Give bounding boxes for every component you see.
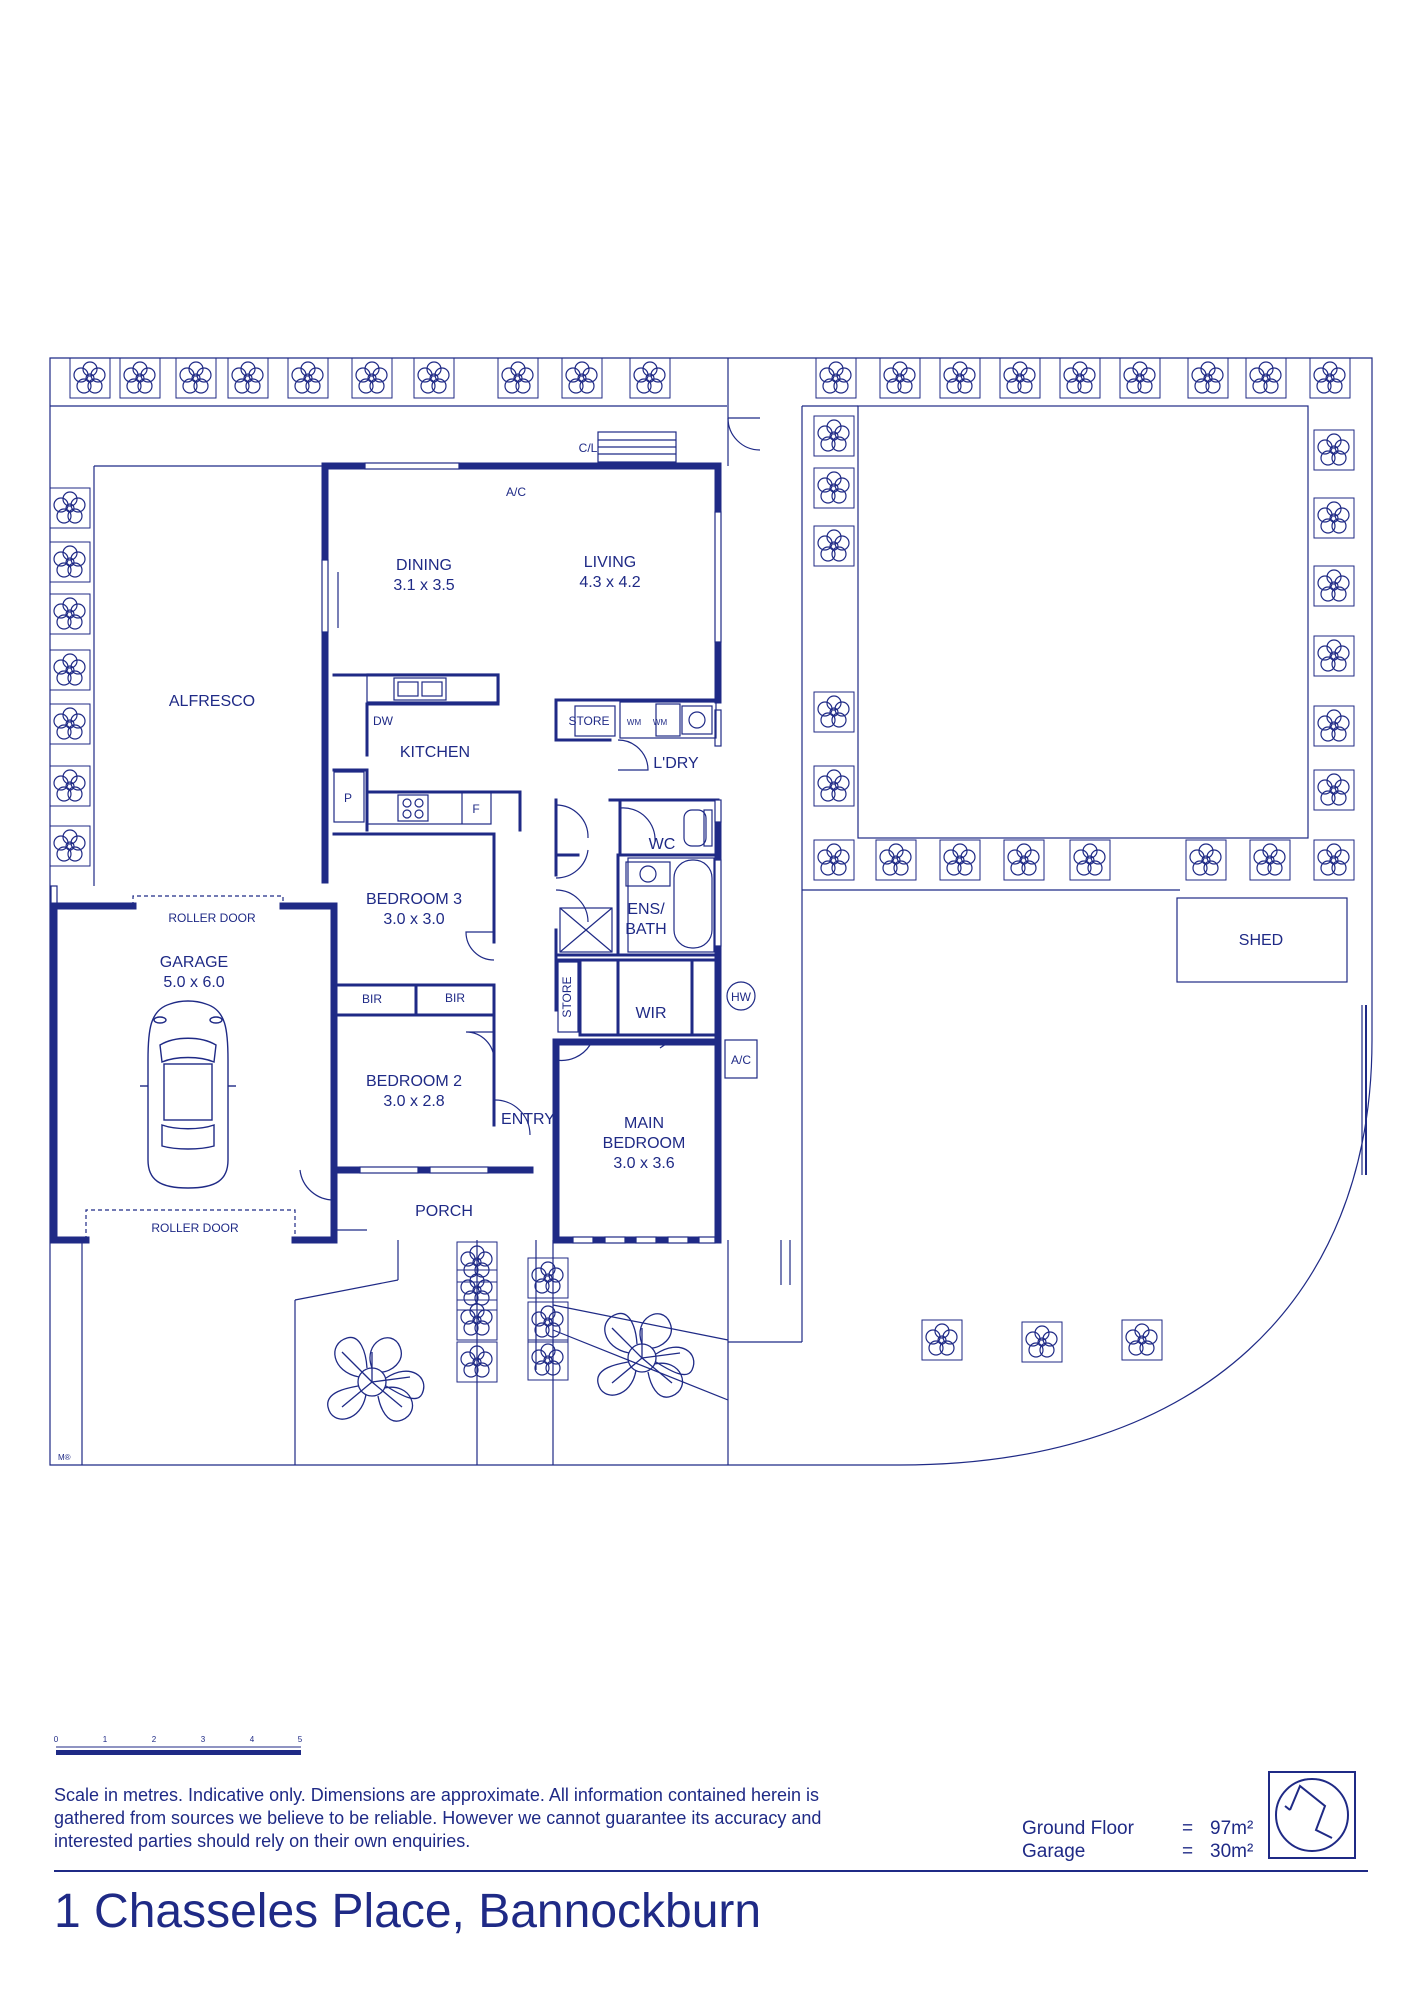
room-dims-dining: 3.1 x 3.5: [393, 577, 454, 594]
room-labels: DINING 3.1 x 3.5 LIVING 4.3 x 4.2 ALFRES…: [160, 554, 1283, 1220]
room-label-wc: WC: [649, 836, 676, 853]
room-label-shed: SHED: [1239, 932, 1283, 949]
room-label-living: LIVING: [584, 554, 636, 571]
room-label-kitchen: KITCHEN: [400, 744, 470, 761]
lot-boundary: [49, 357, 1373, 1466]
room-dims-main-bedroom: 3.0 x 3.6: [613, 1155, 674, 1172]
room-label-porch: PORCH: [415, 1203, 473, 1220]
scale-bar: [56, 1746, 301, 1755]
scale-ticks: 0 1 2 3 4 5: [54, 1735, 303, 1744]
scale-tick: 0: [54, 1735, 59, 1744]
fridge-label: F: [472, 802, 479, 816]
room-dims-garage: 5.0 x 6.0: [163, 974, 224, 991]
room-dims-bedroom3: 3.0 x 3.0: [383, 911, 444, 928]
room-label-main-bedroom-1: MAIN: [624, 1115, 664, 1132]
scale-tick: 4: [250, 1735, 255, 1744]
area-value: 97m²: [1210, 1818, 1254, 1839]
area-equals: =: [1182, 1841, 1194, 1862]
room-label-wir: WIR: [635, 1005, 666, 1022]
north-compass-box: [1268, 1771, 1356, 1859]
room-label-garage: GARAGE: [160, 954, 228, 971]
area-label: Garage: [1022, 1841, 1086, 1862]
room-label-ensuite-2: BATH: [625, 921, 666, 938]
bir-label-1: BIR: [362, 992, 382, 1006]
scale-tick: 5: [298, 1735, 303, 1744]
room-label-entry: ENTRY: [501, 1111, 555, 1128]
room-dims-living: 4.3 x 4.2: [579, 574, 640, 591]
washing-machine-label-1: WM: [627, 718, 642, 727]
area-label: Ground Floor: [1022, 1818, 1134, 1839]
roller-door-label-top: ROLLER DOOR: [168, 911, 256, 925]
scale-tick: 3: [201, 1735, 206, 1744]
area-value: 30m²: [1210, 1841, 1254, 1862]
ac-label-living: A/C: [506, 485, 526, 499]
room-dims-bedroom2: 3.0 x 2.8: [383, 1093, 444, 1110]
room-label-alfresco: ALFRESCO: [169, 693, 255, 710]
doors-windows: [50, 462, 722, 1244]
kitchen-fixtures: [333, 673, 758, 1079]
area-equals: =: [1182, 1818, 1194, 1839]
tree-icon: [327, 1312, 695, 1422]
property-address: 1 Chasseles Place, Bannockburn: [54, 1885, 762, 1938]
store-label-laundry: STORE: [568, 714, 609, 728]
room-label-ensuite-1: ENS/: [627, 901, 665, 918]
clothesline-label: C/L: [579, 441, 598, 455]
store-label-hall: STORE: [560, 976, 574, 1017]
pantry-label: P: [344, 791, 352, 805]
hot-water-label: HW: [731, 990, 752, 1004]
washing-machine-label-2: WM: [653, 718, 668, 727]
room-label-bedroom2: BEDROOM 2: [366, 1073, 462, 1090]
room-label-bedroom3: BEDROOM 3: [366, 891, 462, 908]
room-label-dining: DINING: [396, 557, 452, 574]
disclaimer-text: Scale in metres. Indicative only. Dimens…: [54, 1785, 822, 1851]
room-label-laundry: L'DRY: [653, 755, 699, 772]
fixture-labels: C/L A/C DW P F STORE WM WM BIR BIR STORE…: [58, 441, 752, 1462]
scale-tick: 2: [152, 1735, 157, 1744]
dishwasher-label: DW: [373, 714, 394, 728]
bir-label-2: BIR: [445, 991, 465, 1005]
shrub-icon: [49, 357, 1355, 1383]
ac-label-outdoor: A/C: [731, 1053, 751, 1067]
car-icon: [140, 1000, 236, 1189]
mark-label: M®: [58, 1453, 71, 1462]
room-label-main-bedroom-2: BEDROOM: [603, 1135, 686, 1152]
north-compass-icon: [1275, 1778, 1349, 1852]
scale-tick: 1: [103, 1735, 108, 1744]
roller-door-label-bottom: ROLLER DOOR: [151, 1221, 239, 1235]
